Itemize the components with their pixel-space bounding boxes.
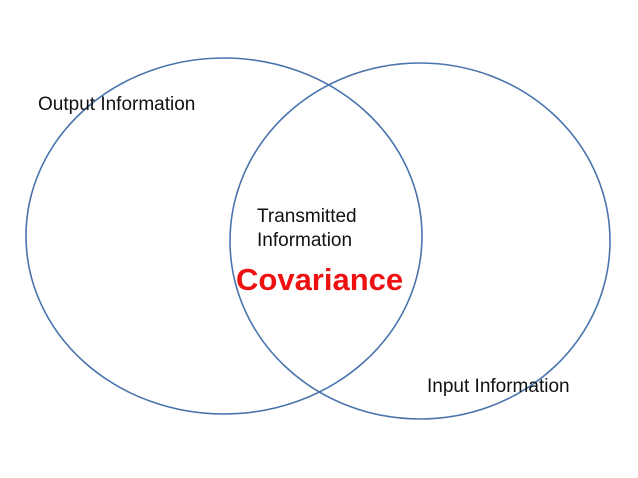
transmitted-label-line-1: Transmitted [257, 206, 357, 227]
input-information-circle [229, 62, 611, 420]
transmitted-label-line-2: Information [257, 230, 353, 251]
input-information-label: Input Information [427, 376, 570, 397]
covariance-label: Covariance [236, 262, 404, 297]
output-information-label: Output Information [38, 94, 196, 115]
transmitted-information-label: Transmitted Information [257, 205, 427, 253]
output-information-circle [25, 57, 423, 415]
